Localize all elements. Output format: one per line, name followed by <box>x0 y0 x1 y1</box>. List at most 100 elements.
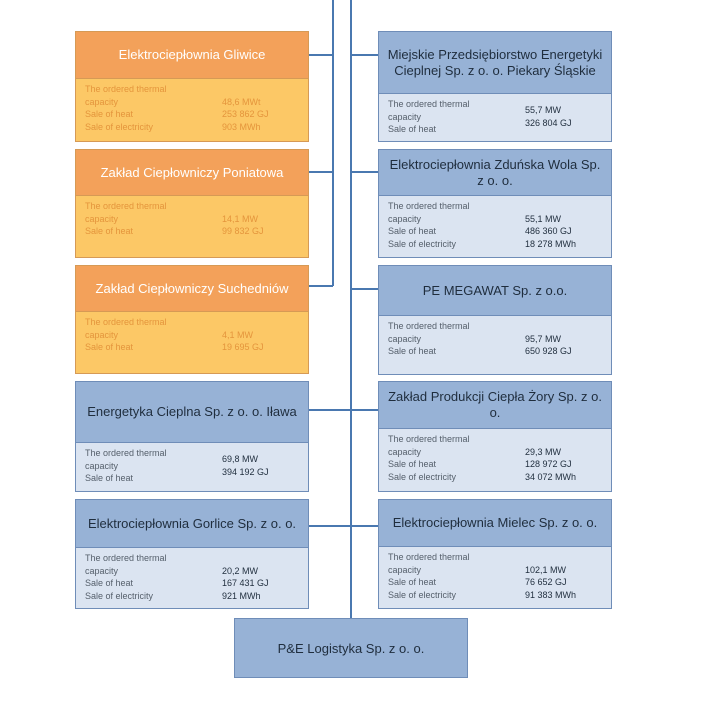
metric-value: 650 928 GJ <box>525 346 572 356</box>
metric-value: 34 072 MWh <box>525 471 577 482</box>
metric-value: 394 192 GJ <box>222 466 269 477</box>
unit-name: Elektrociepłownia Mielec Sp. z o. o. <box>379 500 611 547</box>
metric-value <box>222 552 269 565</box>
metric-value: 99 832 GJ <box>222 226 264 236</box>
unit-card: Zakład Ciepłowniczy Suchedniów The order… <box>75 265 309 374</box>
unit-card: Zakład Ciepłowniczy Poniatowa The ordere… <box>75 149 309 258</box>
metric-label: The ordered thermal <box>388 99 470 109</box>
metric-value <box>222 83 269 96</box>
metric-value: 76 652 GJ <box>525 577 567 587</box>
metric-label: Sale of electricity <box>388 589 457 600</box>
connector-cross-branch-5 <box>307 525 379 527</box>
metric-label: Sale of heat <box>388 346 437 356</box>
unit-card: Elektrociepłownia Gliwice The ordered th… <box>75 31 309 142</box>
metric-value: 128 972 GJ <box>525 459 572 469</box>
connector-right-branch-1 <box>351 54 379 56</box>
metric-value: 903 MWh <box>222 121 261 132</box>
metric-value: 29,3 MW <box>525 446 562 457</box>
connector-left-branch-2 <box>308 171 333 173</box>
connector-right-branch-2 <box>351 171 379 173</box>
unit-name: Energetyka Cieplna Sp. z o. o. Iława <box>76 382 308 443</box>
metric-label: capacity <box>85 460 119 471</box>
metric-label: The ordered thermal <box>388 201 470 211</box>
metric-label: The ordered thermal <box>85 201 167 211</box>
metric-value: 48,6 MWt <box>222 96 261 107</box>
unit-name: Elektrociepłownia Zduńska Wola Sp. z o. … <box>379 150 611 196</box>
metric-value: 55,7 MW <box>525 105 562 115</box>
metric-label: The ordered thermal <box>85 317 167 327</box>
metric-label: The ordered thermal <box>388 434 470 444</box>
connector-center-trunk <box>350 0 352 620</box>
unit-card: Elektrociepłownia Gorlice Sp. z o. o. Th… <box>75 499 309 609</box>
metric-label: The ordered thermal <box>85 448 167 458</box>
metric-label: Sale of electricity <box>388 471 457 482</box>
unit-card-bottom: P&E Logistyka Sp. z o. o. <box>234 618 468 678</box>
metric-value: 14,1 MW <box>222 213 259 224</box>
metric-label: Sale of heat <box>85 578 134 588</box>
metric-value: 4,1 MW <box>222 329 254 340</box>
connector-left-branch-1 <box>308 54 333 56</box>
connector-cross-branch-4 <box>307 409 379 411</box>
metric-label: capacity <box>388 111 422 122</box>
metric-value <box>222 478 269 491</box>
metric-value: 921 MWh <box>222 590 261 601</box>
metric-value <box>525 129 572 142</box>
connector-left-branch-3 <box>308 285 333 287</box>
metric-label: capacity <box>388 564 422 575</box>
connector-right-branch-3 <box>351 288 379 290</box>
metric-label: capacity <box>85 329 119 340</box>
metric-value: 167 431 GJ <box>222 578 269 588</box>
metric-value: 19 695 GJ <box>222 342 264 352</box>
metric-value: 486 360 GJ <box>525 226 572 236</box>
unit-card: PE MEGAWAT Sp. z o.o. The ordered therma… <box>378 265 612 375</box>
metric-value: 69,8 MW <box>222 454 259 464</box>
metric-label: The ordered thermal <box>388 321 470 331</box>
metric-label: The ordered thermal <box>85 553 167 563</box>
connector-left-trunk <box>332 0 334 286</box>
unit-card: Energetyka Cieplna Sp. z o. o. Iława The… <box>75 381 309 492</box>
metric-label: Sale of heat <box>388 577 437 587</box>
metric-label: The ordered thermal <box>85 84 167 94</box>
metric-value <box>525 551 576 564</box>
metric-value: 18 278 MWh <box>525 238 577 249</box>
metric-label: capacity <box>388 446 422 457</box>
unit-card: Miejskie Przedsiębiorstwo Energetyki Cie… <box>378 31 612 142</box>
metric-value <box>525 433 576 446</box>
metric-value <box>222 200 264 213</box>
unit-card: Elektrociepłownia Mielec Sp. z o. o. The… <box>378 499 612 609</box>
metric-value: 20,2 MW <box>222 565 259 576</box>
metric-label: The ordered thermal <box>388 552 470 562</box>
metric-value <box>525 200 576 213</box>
metric-label: Sale of heat <box>388 226 437 236</box>
metric-label: Sale of electricity <box>85 121 154 132</box>
metric-label: capacity <box>388 333 422 344</box>
unit-card: Elektrociepłownia Zduńska Wola Sp. z o. … <box>378 149 612 258</box>
metric-value: 102,1 MW <box>525 564 567 575</box>
unit-name: Miejskie Przedsiębiorstwo Energetyki Cie… <box>379 32 611 94</box>
unit-name: PE MEGAWAT Sp. z o.o. <box>379 266 611 316</box>
metric-value: 253 862 GJ <box>222 109 269 119</box>
metric-label: Sale of electricity <box>388 238 457 249</box>
metric-label: Sale of heat <box>85 109 134 119</box>
metric-value: 91 383 MWh <box>525 589 577 600</box>
unit-name: Elektrociepłownia Gliwice <box>76 32 308 79</box>
metric-label: Sale of heat <box>388 459 437 469</box>
metric-value <box>222 316 264 329</box>
metric-value <box>525 320 572 333</box>
metric-label: capacity <box>388 213 422 224</box>
unit-card: Zakład Produkcji Ciepła Żory Sp. z o. o.… <box>378 381 612 492</box>
metric-label: Sale of heat <box>85 473 134 483</box>
metric-value: 326 804 GJ <box>525 117 572 128</box>
unit-name: Zakład Ciepłowniczy Poniatowa <box>76 150 308 196</box>
unit-name: Zakład Produkcji Ciepła Żory Sp. z o. o. <box>379 382 611 429</box>
metric-value: 95,7 MW <box>525 333 562 344</box>
unit-name: Elektrociepłownia Gorlice Sp. z o. o. <box>76 500 308 548</box>
unit-name: Zakład Ciepłowniczy Suchedniów <box>76 266 308 312</box>
metric-label: Sale of heat <box>85 342 134 352</box>
metric-label: capacity <box>85 213 119 224</box>
metric-label: capacity <box>85 96 119 107</box>
metric-label: Sale of heat <box>388 124 437 134</box>
unit-name: P&E Logistyka Sp. z o. o. <box>277 640 425 656</box>
metric-value: 55,1 MW <box>525 213 562 224</box>
metric-label: Sale of heat <box>85 226 134 236</box>
